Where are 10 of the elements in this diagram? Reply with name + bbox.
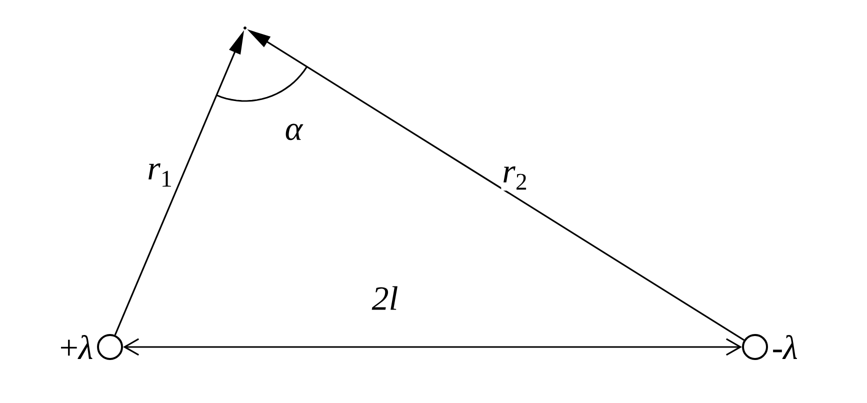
edge-label: r$_{2}$ <box>501 165 529 191</box>
charge-label: +λ <box>61 335 92 359</box>
edge-label: r$_{1}$ <box>146 162 174 188</box>
arrow <box>123 338 742 356</box>
edge-label: 2l <box>370 285 400 311</box>
angle-label: α <box>286 124 304 140</box>
charge-label: -λ <box>773 335 797 359</box>
vertex-point <box>244 26 246 30</box>
charge-circle <box>97 334 123 360</box>
charge-circle <box>742 334 768 360</box>
